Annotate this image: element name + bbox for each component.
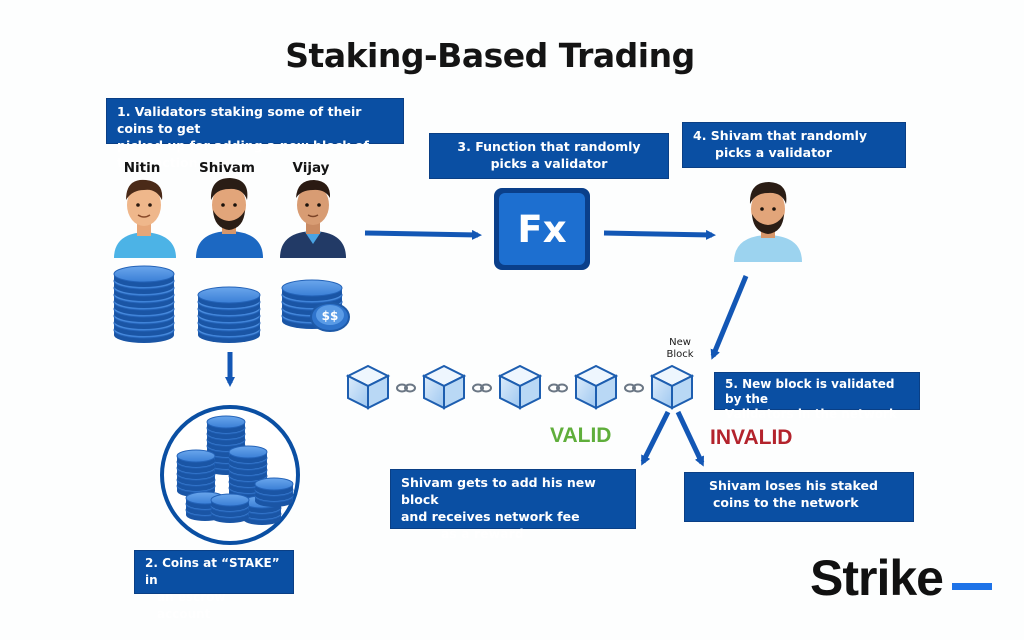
brand-logo: Strike bbox=[810, 550, 944, 606]
escrow-coin-pile bbox=[176, 415, 294, 525]
step-5-box: 5. New block is validated by the Validat… bbox=[714, 372, 920, 421]
invalid-outcome-line-2: coins to the network bbox=[713, 495, 859, 510]
step-4-line-2: picks a validator bbox=[715, 145, 832, 160]
step-1-line-1: 1. Validators staking some of their coin… bbox=[117, 104, 362, 136]
coin bbox=[197, 286, 261, 308]
invalid-outcome-line-1: Shivam loses his staked bbox=[709, 478, 878, 493]
escrow-coin bbox=[206, 415, 246, 433]
escrow-coin bbox=[210, 493, 250, 511]
new-block-label-line-2: Block bbox=[666, 349, 694, 360]
validator-name-shivam: Shivam bbox=[199, 160, 255, 176]
step-1-box: 1. Validators staking some of their coin… bbox=[106, 98, 404, 170]
brand-logo-accent-bar bbox=[952, 583, 992, 590]
block-cube-icon bbox=[573, 364, 619, 410]
step-3-box: 3. Function that randomly picks a valida… bbox=[429, 133, 669, 179]
valid-label: VALID bbox=[550, 424, 612, 447]
coin-stack-nitin bbox=[113, 265, 175, 343]
function-label: Fx bbox=[517, 207, 567, 251]
chain-link-icon bbox=[548, 383, 568, 393]
validator-avatar-vijay-icon bbox=[280, 180, 346, 258]
arrow-to-invalid-outcome bbox=[675, 410, 705, 467]
selected-validator-avatar-icon bbox=[734, 182, 802, 262]
invalid-outcome-box: Shivam loses his staked coins to the net… bbox=[684, 472, 914, 522]
step-2-line-1: 2. Coins at “STAKE” in bbox=[145, 556, 280, 587]
step-2-line-2: an escrow account bbox=[157, 590, 226, 621]
dollar-coin-icon: $$ bbox=[310, 302, 350, 332]
valid-outcome-line-2: and receives network fee bbox=[401, 509, 580, 524]
invalid-label: INVALID bbox=[710, 426, 793, 449]
validator-avatar-nitin-icon bbox=[114, 179, 176, 258]
valid-outcome-line-1: Shivam gets to add his new block bbox=[401, 475, 596, 507]
coin-stack-shivam bbox=[197, 286, 261, 343]
arrow-to-function bbox=[364, 229, 482, 240]
new-block-label: New Block bbox=[660, 337, 700, 361]
chain-link-icon bbox=[472, 383, 492, 393]
step-1-line-2: picked up for adding a new block of tran… bbox=[117, 138, 369, 170]
step-3-line-1: 3. Function that randomly bbox=[457, 139, 641, 154]
step-2-box: 2. Coins at “STAKE” in an escrow account bbox=[134, 550, 294, 621]
step-5-line-1: 5. New block is validated by the bbox=[725, 377, 895, 406]
new-block-label-line-1: New bbox=[669, 337, 691, 348]
validator-name-nitin: Nitin bbox=[123, 160, 161, 176]
coin bbox=[113, 265, 175, 287]
block-cube-icon bbox=[497, 364, 543, 410]
validator-name-vijay: Vijay bbox=[292, 160, 330, 176]
step-4-box: 4. Shivam that randomly picks a validato… bbox=[682, 122, 906, 168]
escrow-coin bbox=[254, 477, 294, 495]
block-cube-icon bbox=[421, 364, 467, 410]
diagram-title: Staking-Based Trading bbox=[285, 36, 695, 75]
valid-outcome-line-3: as a reward bbox=[441, 526, 524, 541]
blockchain bbox=[345, 364, 695, 410]
step-3-line-2: picks a validator bbox=[490, 156, 608, 171]
arrow-to-new-block bbox=[710, 275, 749, 360]
block-cube-icon bbox=[345, 364, 391, 410]
escrow-coin bbox=[228, 445, 268, 463]
step-4-line-1: 4. Shivam that randomly bbox=[693, 128, 868, 143]
new-block-cube-icon bbox=[649, 364, 695, 410]
escrow-coin bbox=[176, 449, 216, 467]
chain-link-icon bbox=[396, 383, 416, 393]
validator-avatar-shivam-icon bbox=[196, 178, 263, 258]
coin bbox=[281, 279, 343, 301]
svg-text:$$: $$ bbox=[322, 309, 339, 323]
function-box-icon bbox=[494, 188, 590, 270]
step-5-line-2: Validators in the network bbox=[725, 407, 897, 421]
arrow-to-valid-outcome bbox=[640, 410, 671, 466]
valid-outcome-box: Shivam gets to add his new block and rec… bbox=[390, 469, 636, 541]
arrow-to-selected-validator bbox=[603, 229, 716, 240]
chain-link-icon bbox=[624, 383, 644, 393]
